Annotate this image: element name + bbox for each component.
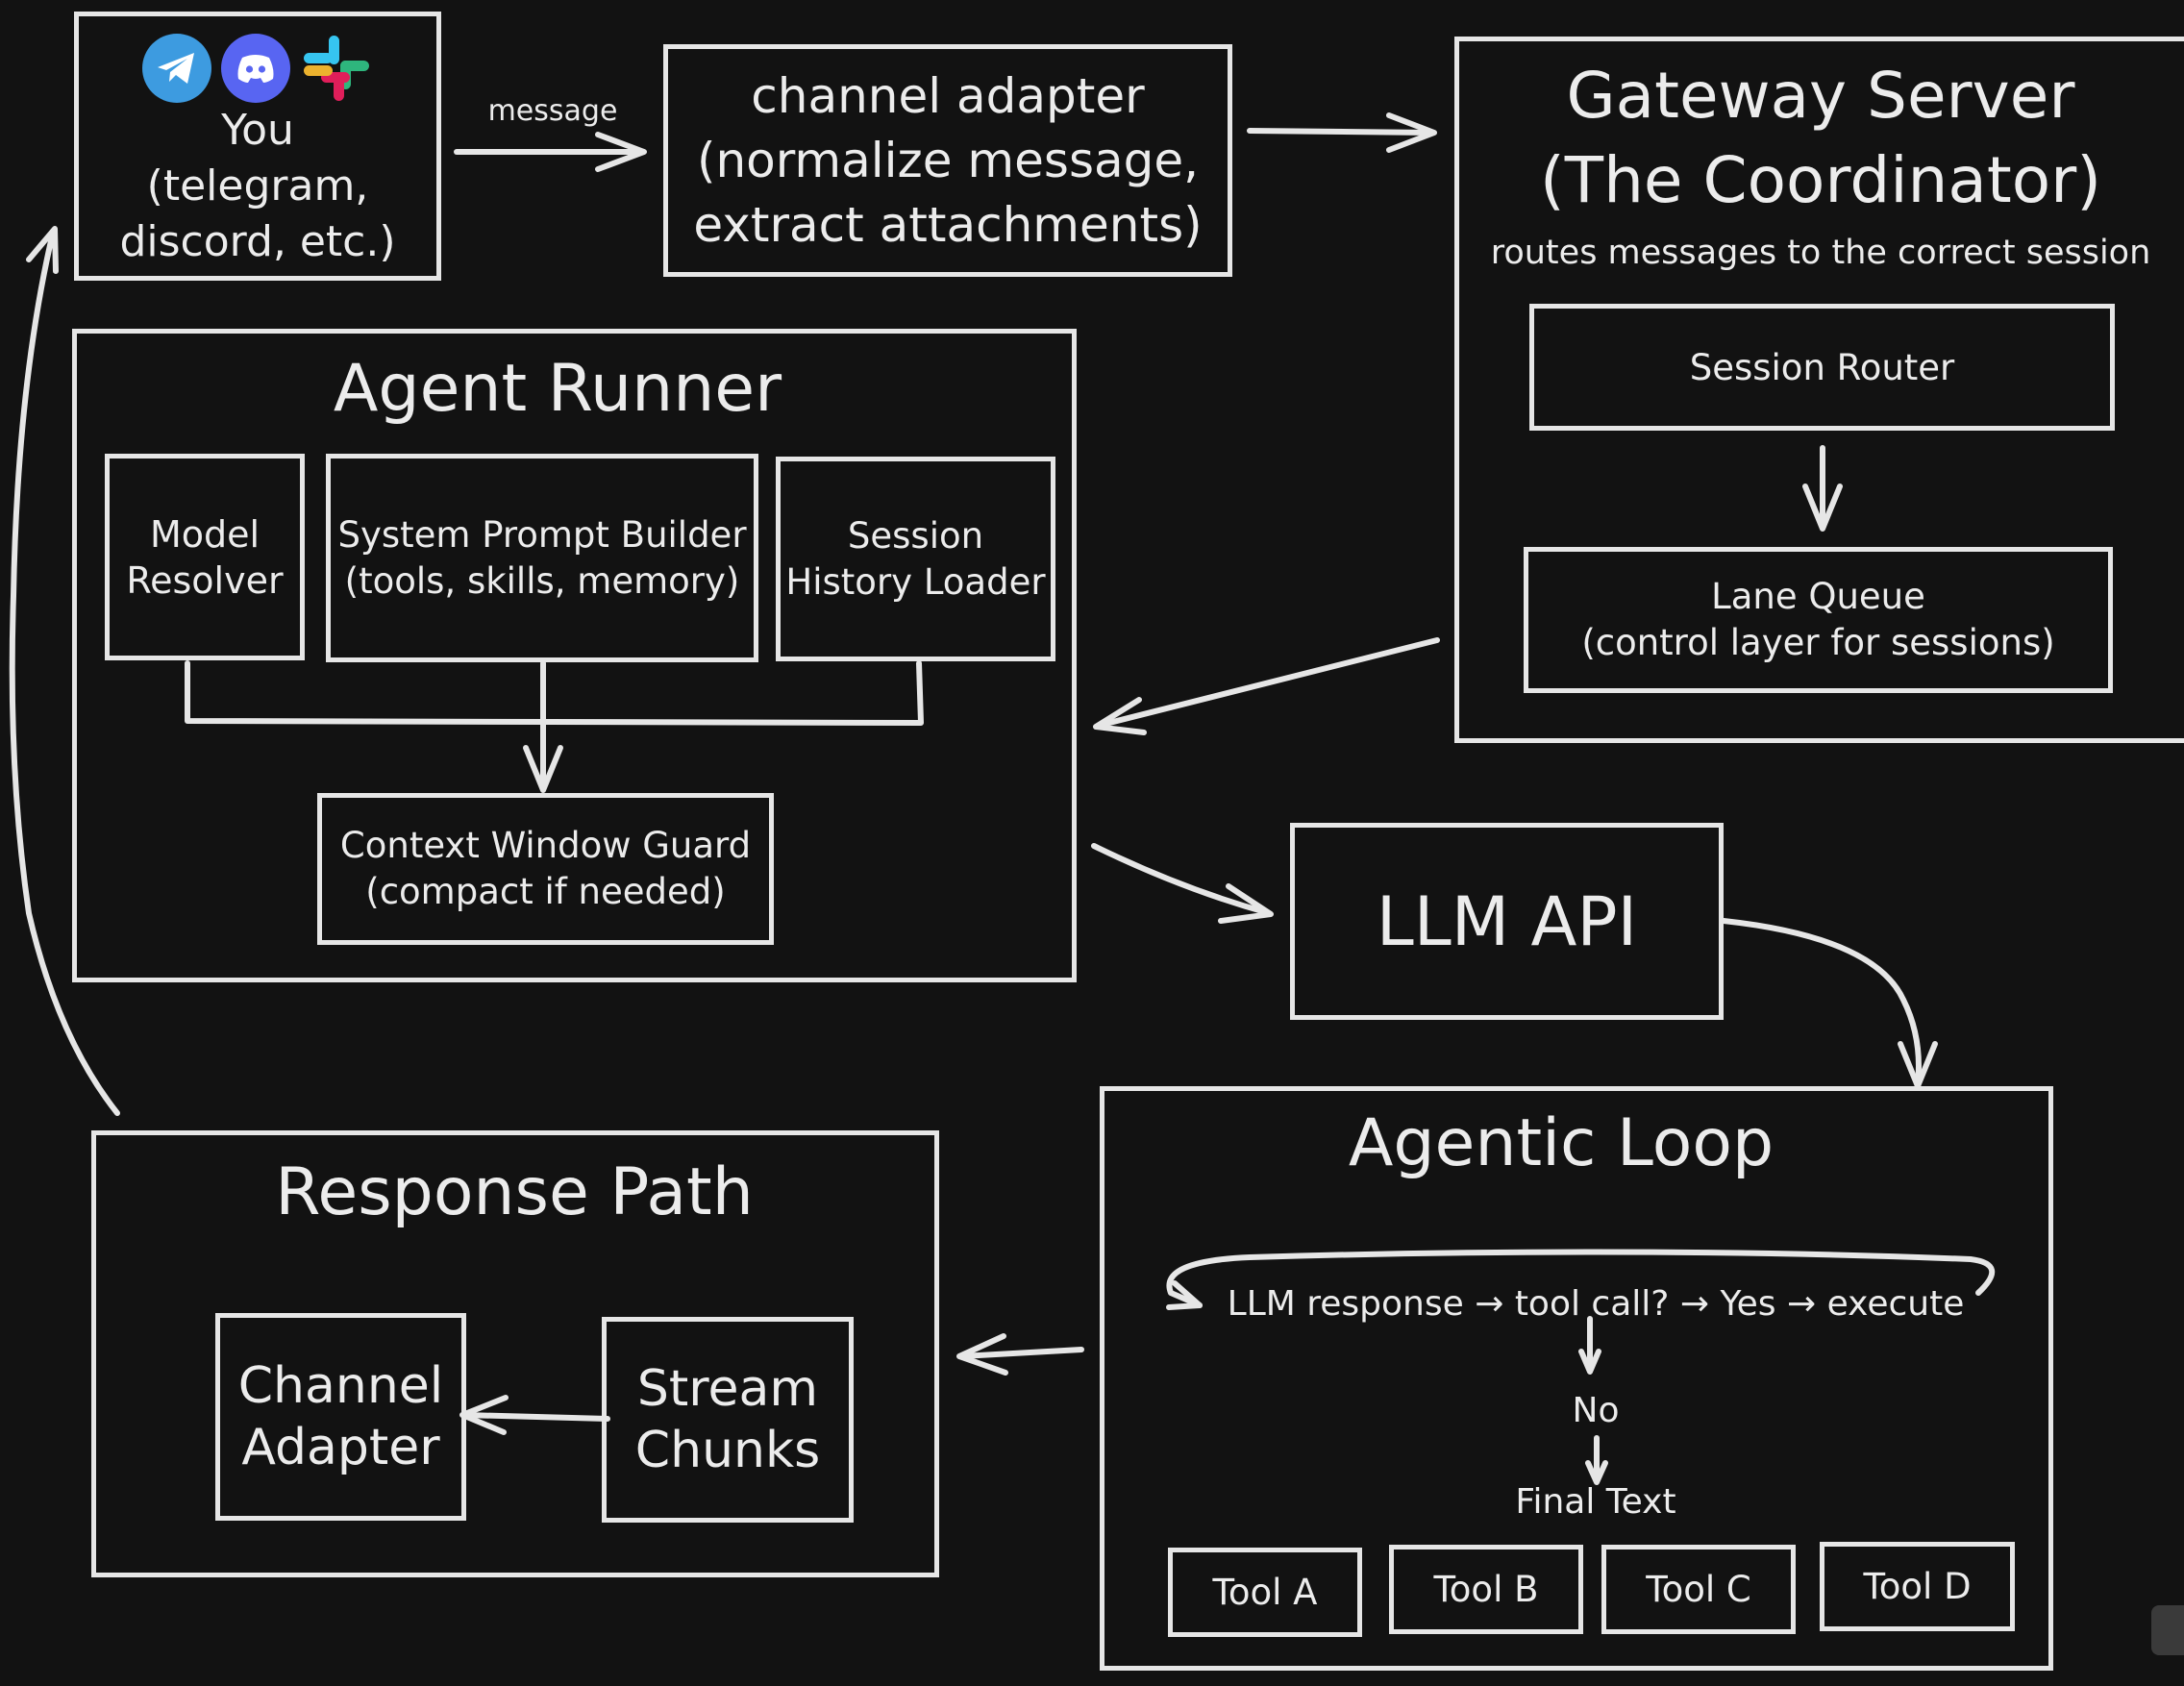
agentic-loop-title: Agentic Loop — [1348, 1105, 1774, 1181]
model-resolver-box: Model Resolver — [105, 454, 305, 660]
loop-final-text: Final Text — [1515, 1482, 1676, 1522]
response-channel-adapter-label: Channel Adapter — [237, 1357, 444, 1476]
stream-chunks-box: Stream Chunks — [602, 1317, 854, 1523]
tool-b-label: Tool B — [1433, 1569, 1539, 1610]
agentic-loop-box — [1100, 1086, 2053, 1671]
gateway-subtitle: routes messages to the correct session — [1490, 234, 2151, 272]
history-loader-label: Session History Loader — [785, 514, 1046, 603]
arrow-router-to-queue — [1802, 445, 1843, 532]
arrow-loop-to-response — [956, 1333, 1084, 1376]
merge-connector — [185, 660, 924, 793]
arrow-gateway-to-runner — [1093, 637, 1440, 735]
arrow-return-to-user — [9, 226, 120, 1116]
session-router-box: Session Router — [1529, 304, 2115, 431]
llm-api-box: LLM API — [1290, 823, 1724, 1020]
user-label: You (telegram, discord, etc.) — [119, 106, 396, 266]
tool-c-label: Tool C — [1646, 1569, 1751, 1610]
tool-a-label: Tool A — [1212, 1572, 1318, 1613]
tool-a-box: Tool A — [1168, 1548, 1362, 1637]
tool-c-box: Tool C — [1601, 1545, 1796, 1634]
response-channel-adapter-box: Channel Adapter — [215, 1313, 466, 1521]
arrow-you-to-adapter — [454, 132, 647, 172]
arrow-no-to-final — [1585, 1435, 1608, 1485]
channel-adapter-box: channel adapter (normalize message, extr… — [663, 44, 1232, 277]
arrow-runner-to-llm — [1091, 843, 1274, 924]
agent-runner-title: Agent Runner — [333, 351, 782, 427]
context-guard-box: Context Window Guard (compact if needed) — [317, 793, 774, 945]
agent-runner-box — [72, 329, 1077, 982]
tool-d-label: Tool D — [1863, 1566, 1972, 1607]
prompt-builder-box: System Prompt Builder (tools, skills, me… — [326, 454, 758, 662]
edge-label-message: message — [487, 94, 618, 128]
tool-d-box: Tool D — [1820, 1542, 2015, 1631]
prompt-builder-label: System Prompt Builder (tools, skills, me… — [337, 513, 747, 602]
history-loader-box: Session History Loader — [776, 457, 1055, 661]
arrow-llm-to-loop — [1721, 918, 1938, 1089]
lane-queue-box: Lane Queue (control layer for sessions) — [1524, 547, 2113, 693]
slack-icon — [300, 32, 373, 105]
llm-api-label: LLM API — [1376, 881, 1638, 961]
response-path-box — [91, 1130, 939, 1577]
model-resolver-label: Model Resolver — [126, 512, 284, 602]
lane-queue-label: Lane Queue (control layer for sessions) — [1581, 576, 2055, 663]
tool-b-box: Tool B — [1389, 1545, 1583, 1634]
gateway-server-box — [1454, 37, 2184, 743]
arrow-toolcall-to-no — [1578, 1316, 1601, 1375]
channel-icons — [142, 34, 373, 103]
channel-adapter-label: channel adapter (normalize message, extr… — [693, 67, 1203, 253]
response-path-title: Response Path — [275, 1154, 754, 1230]
loop-no-text: No — [1572, 1391, 1620, 1430]
user-box: You (telegram, discord, etc.) — [74, 12, 441, 281]
gateway-title: Gateway Server (The Coordinator) — [1540, 59, 2101, 217]
loop-flow-text: LLM response → tool call? → Yes → execut… — [1227, 1284, 1965, 1324]
discord-icon — [221, 34, 290, 103]
arrow-adapter-to-gateway — [1247, 112, 1437, 153]
loop-cycle-arrow — [1166, 1249, 1996, 1310]
telegram-icon — [142, 34, 211, 103]
corner-handle[interactable] — [2151, 1605, 2184, 1655]
stream-chunks-label: Stream Chunks — [634, 1360, 821, 1479]
context-guard-label: Context Window Guard (compact if needed) — [339, 825, 752, 912]
session-router-label: Session Router — [1689, 346, 1955, 388]
